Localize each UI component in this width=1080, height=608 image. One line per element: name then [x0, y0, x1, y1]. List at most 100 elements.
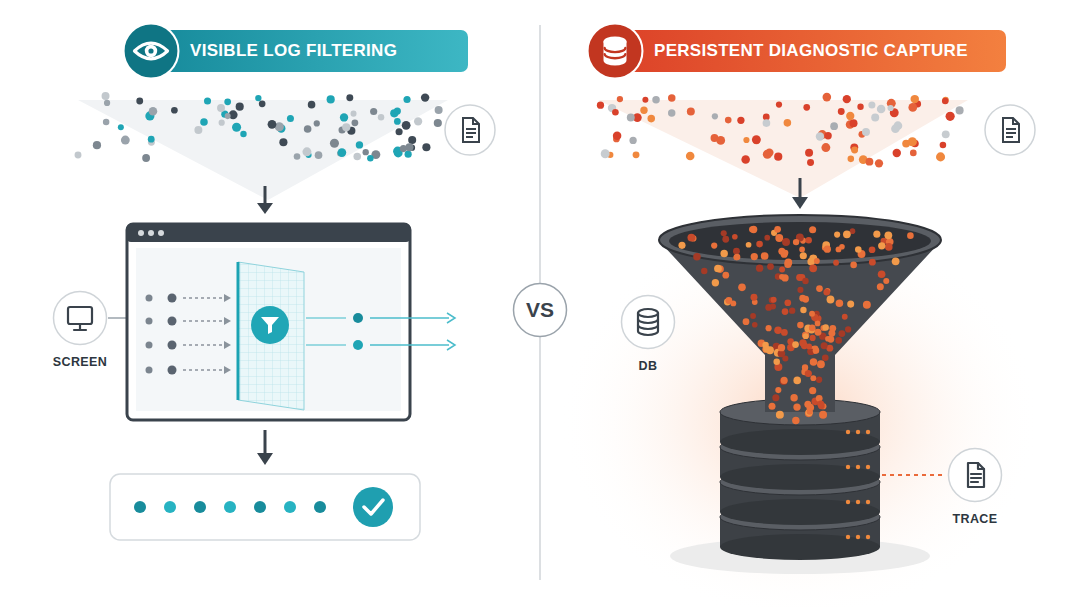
- captured-dots: [907, 232, 914, 239]
- captured-dots: [878, 270, 886, 278]
- captured-dots: [819, 411, 827, 419]
- log-dots: [287, 115, 294, 122]
- output-dots: [353, 313, 363, 323]
- capture-dots: [807, 159, 814, 166]
- input-dots: [224, 366, 231, 374]
- captured-dots: [823, 289, 830, 296]
- section-heading: PERSISTENT DIAGNOSTIC CAPTURE: [614, 30, 1006, 72]
- capture-dots: [866, 158, 874, 166]
- captured-dots: [752, 322, 758, 328]
- app-window: [127, 224, 410, 242]
- captured-dots: [790, 394, 797, 401]
- doc-icon: [968, 463, 984, 487]
- doc-icon: [1003, 118, 1019, 142]
- log-dots: [149, 107, 158, 116]
- captured-dots: [778, 344, 785, 351]
- log-dots: [236, 103, 244, 111]
- captured-dots: [845, 326, 851, 332]
- log-dots: [396, 128, 403, 135]
- captured-dots: [782, 308, 789, 315]
- log-dots: [302, 147, 311, 156]
- log-fan: [78, 100, 448, 200]
- capture-fan: [598, 100, 968, 198]
- captured-dots: [803, 333, 809, 339]
- doc-icon: [1013, 118, 1019, 124]
- down-arrow: [257, 186, 273, 214]
- captured-dots: [809, 325, 816, 332]
- captured-dots: [781, 377, 788, 384]
- log-dots: [402, 121, 411, 130]
- captured-dots: [774, 326, 782, 334]
- captured-dots: [714, 265, 722, 273]
- captured-dots: [827, 296, 835, 304]
- filter-panel: [238, 262, 304, 410]
- filter-panel: [237, 262, 240, 400]
- capture-dots: [613, 131, 621, 139]
- capture-dots: [816, 132, 824, 140]
- log-dots: [121, 136, 130, 145]
- captured-dots: [792, 417, 799, 424]
- captured-dots: [701, 268, 707, 274]
- captured-dots: [793, 403, 800, 410]
- log-dots: [118, 124, 124, 130]
- captured-dots: [711, 242, 717, 248]
- down-arrow: [264, 430, 267, 454]
- captured-dots: [817, 401, 824, 408]
- captured-dots: [802, 332, 809, 339]
- capture-dots: [725, 117, 732, 124]
- log-dots: [255, 95, 261, 101]
- heading-icon: [586, 22, 644, 80]
- captured-dots: [779, 274, 785, 280]
- captured-dots: [782, 238, 790, 246]
- result-box: [110, 474, 420, 540]
- capture-dots: [956, 106, 964, 114]
- circle-outline: [947, 447, 1003, 503]
- captured-dots: [776, 411, 784, 419]
- database-cylinder: [866, 465, 870, 469]
- log-dots: [408, 136, 416, 144]
- capture-dots: [908, 103, 917, 112]
- log-fan: [78, 100, 448, 200]
- log-dots: [314, 120, 320, 126]
- captured-dots: [815, 321, 821, 327]
- database-cylinder: [856, 430, 860, 434]
- captured-dots: [822, 354, 829, 361]
- icon-circle: [588, 24, 643, 79]
- heading-text: VISIBLE LOG FILTERING: [190, 41, 397, 61]
- captured-dots: [732, 234, 738, 240]
- database-cylinder: [846, 535, 850, 539]
- log-dots: [315, 151, 323, 159]
- doc-icon: [985, 105, 1035, 155]
- capture-dots: [936, 152, 945, 161]
- trace-leader: [882, 474, 946, 476]
- input-dots: [168, 317, 177, 326]
- input-dots: [146, 294, 232, 375]
- database-cylinder: [846, 430, 850, 434]
- log-dots: [356, 141, 363, 148]
- capture-dots: [838, 108, 845, 115]
- capture-dots: [846, 112, 854, 120]
- capture-dots: [824, 132, 831, 139]
- capture-dots: [642, 97, 648, 103]
- log-dots: [232, 123, 241, 132]
- capture-dots: [776, 101, 782, 107]
- captured-dots: [687, 234, 695, 242]
- capture-dots: [848, 156, 855, 163]
- log-dots: [342, 123, 350, 131]
- capture-dots: [668, 109, 675, 116]
- capture-dots: [597, 102, 604, 109]
- log-dots: [422, 143, 430, 151]
- log-dots: [148, 136, 155, 143]
- captured-dots: [751, 253, 758, 260]
- app-window: [127, 224, 410, 420]
- capture-dots: [737, 117, 744, 124]
- captured-dots: [847, 301, 854, 308]
- captured-dots: [885, 243, 893, 251]
- app-window: [136, 248, 401, 411]
- doc-icon: [466, 129, 476, 137]
- capture-dots: [851, 147, 858, 154]
- database-cylinder: [856, 500, 860, 504]
- capture-dots: [871, 113, 879, 121]
- input-dots: [146, 367, 153, 374]
- captured-dots: [743, 318, 750, 325]
